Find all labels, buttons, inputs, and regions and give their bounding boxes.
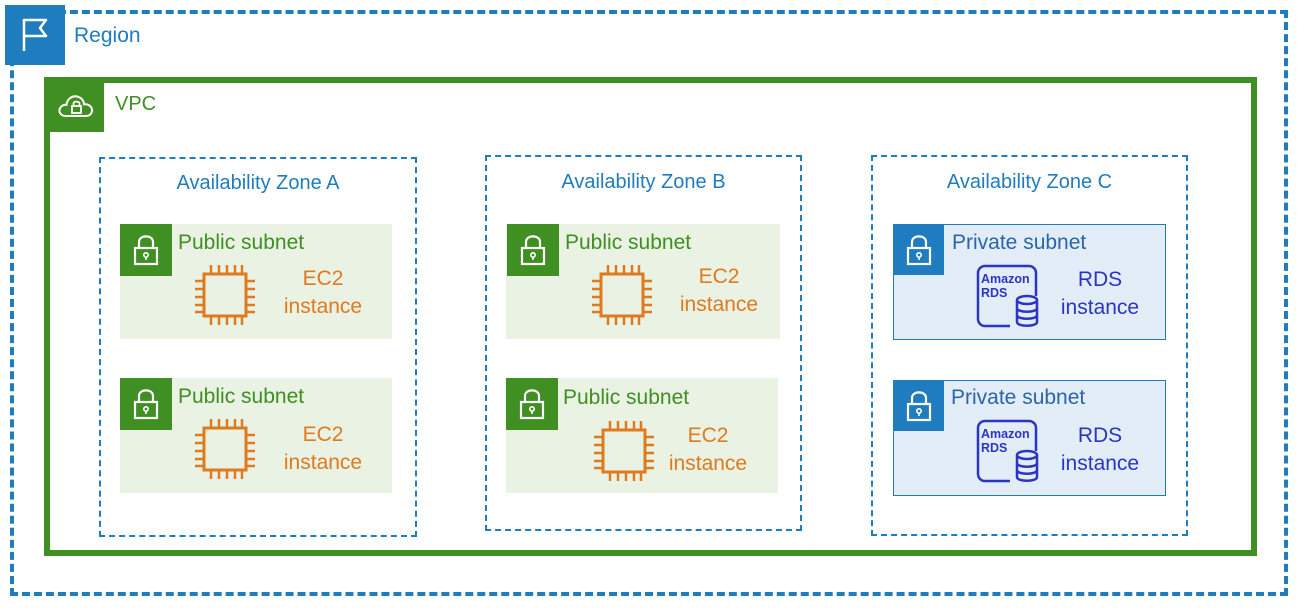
availability-zone-b [485,155,802,531]
subnet-label: Private subnet [952,231,1087,254]
availability-zone-a [99,157,417,537]
availability-zone-c [871,155,1188,536]
availability-zone-label: Availability Zone A [176,172,340,194]
ec2-chip-icon [589,262,655,328]
vpc-boundary [44,77,1257,556]
subnet-label: Public subnet [563,386,690,409]
vpc-label: VPC [115,93,157,115]
subnet-label: Public subnet [178,231,305,254]
ec2-chip-icon [192,262,258,328]
subnet-label: Private subnet [951,386,1086,409]
svg-text:RDS: RDS [981,441,1007,455]
availability-zone-label: Availability Zone B [561,171,726,193]
cloud-lock-icon [48,80,104,132]
subnet-label: Public subnet [178,385,305,408]
availability-zone-label: Availability Zone C [946,171,1113,193]
lock-icon [120,378,172,430]
region-boundary [10,10,1288,596]
svg-text:Amazon: Amazon [981,427,1030,441]
lock-icon [120,224,172,276]
rds-database-icon: Amazon RDS [974,419,1046,485]
ec2-chip-icon [192,416,258,482]
lock-icon [894,225,944,275]
lock-icon [507,224,559,276]
lock-icon [894,381,944,431]
subnet-label: Public subnet [565,231,692,254]
lock-icon [506,378,558,430]
region-label: Region [74,24,141,47]
ec2-chip-icon [591,418,657,484]
flag-icon [5,5,65,65]
svg-text:Amazon: Amazon [981,272,1030,286]
rds-database-icon: Amazon RDS [974,264,1046,330]
svg-text:RDS: RDS [981,286,1007,300]
